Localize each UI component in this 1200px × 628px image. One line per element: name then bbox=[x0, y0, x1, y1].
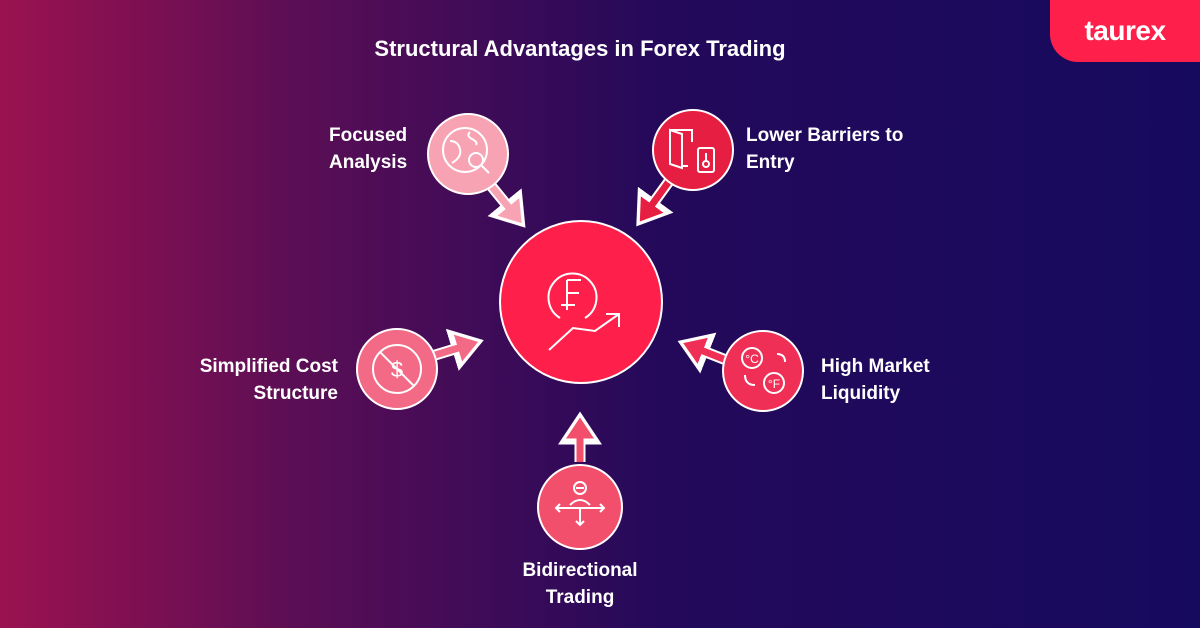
label-lower-barriers: Lower Barriers to Entry bbox=[746, 122, 903, 176]
label-line: Analysis bbox=[329, 152, 408, 173]
currency-exchange-icon: °C °F bbox=[741, 347, 786, 394]
arrow-simplified-cost bbox=[430, 328, 484, 371]
door-key-icon bbox=[669, 128, 715, 173]
svg-text:°C: °C bbox=[745, 352, 759, 366]
node-simplified-cost: $ bbox=[356, 328, 438, 410]
label-line: Simplified Cost bbox=[199, 356, 338, 377]
arrow-high-liquidity bbox=[677, 332, 729, 374]
label-line: High Market bbox=[821, 356, 930, 377]
label-line: Lower Barriers to bbox=[746, 125, 904, 146]
node-bidirectional bbox=[537, 464, 623, 550]
label-line: Entry bbox=[746, 152, 795, 173]
label-focused-analysis: Focused Analysis bbox=[329, 122, 407, 176]
no-dollar-icon: $ bbox=[372, 344, 422, 394]
label-line: Structure bbox=[253, 383, 338, 404]
franc-growth-icon bbox=[547, 272, 620, 351]
arrow-lower-barriers bbox=[636, 176, 675, 227]
label-high-liquidity: High Market Liquidity bbox=[821, 353, 930, 407]
label-line: Focused bbox=[329, 125, 408, 146]
label-bidirectional: Bidirectional Trading bbox=[480, 557, 680, 611]
node-high-liquidity: °C °F bbox=[722, 330, 804, 412]
svg-text:$: $ bbox=[391, 357, 403, 382]
label-line: Trading bbox=[545, 587, 615, 608]
arrow-focused bbox=[483, 178, 526, 228]
label-line: Bidirectional bbox=[522, 560, 638, 581]
taurex-logo: taurex bbox=[1050, 0, 1200, 62]
node-focused-analysis bbox=[427, 113, 509, 195]
label-simplified-cost: Simplified Cost Structure bbox=[200, 353, 338, 407]
globe-search-icon bbox=[442, 127, 490, 174]
center-node bbox=[499, 220, 663, 384]
svg-text:°F: °F bbox=[768, 377, 780, 391]
label-line: Liquidity bbox=[821, 383, 901, 404]
page-title: Structural Advantages in Forex Trading bbox=[374, 36, 786, 61]
node-lower-barriers bbox=[652, 109, 734, 191]
person-arrows-icon bbox=[554, 481, 606, 527]
